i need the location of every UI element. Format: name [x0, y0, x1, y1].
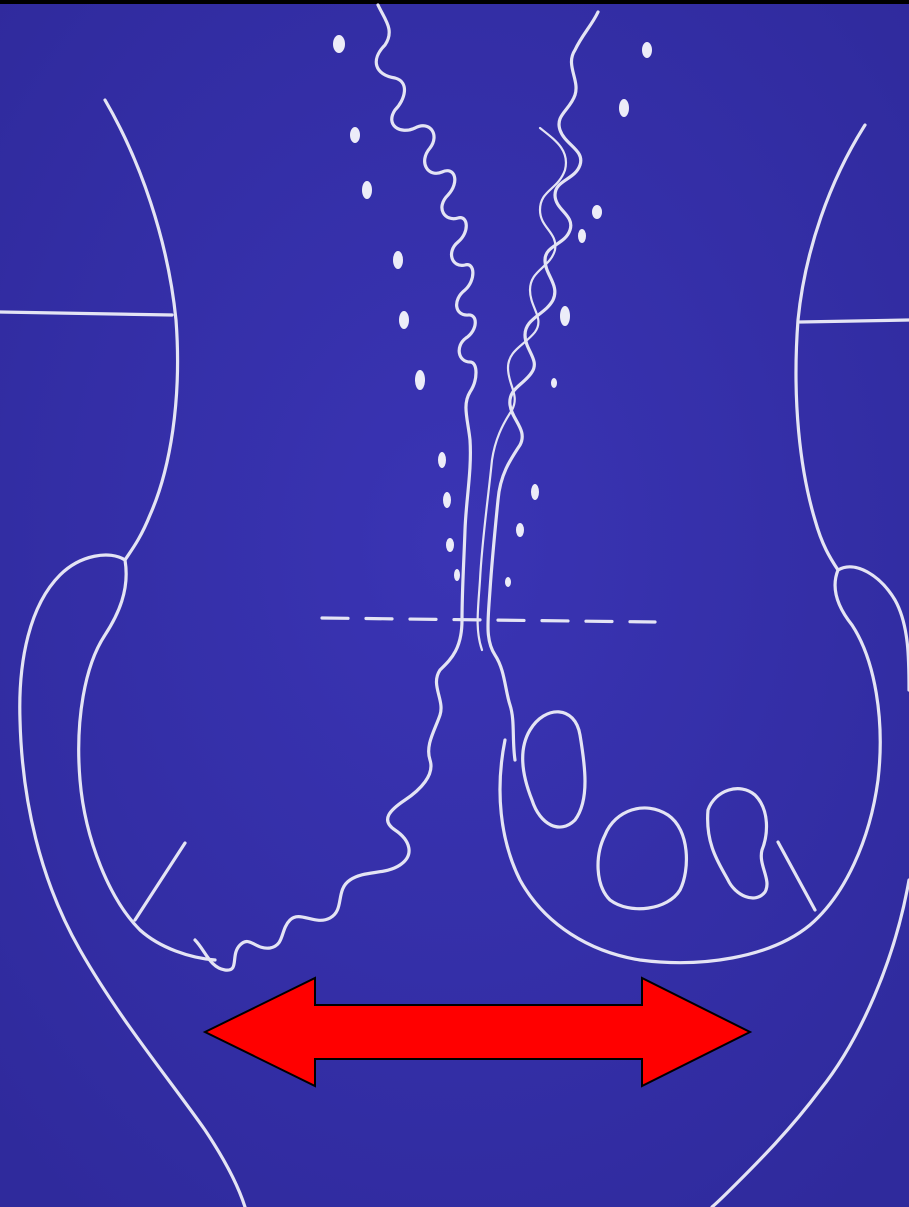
- dot: [551, 378, 557, 388]
- dot: [454, 569, 460, 581]
- dot: [415, 370, 425, 390]
- dot: [531, 484, 539, 500]
- top-border: [0, 0, 909, 4]
- dot: [578, 229, 586, 243]
- dot: [592, 205, 602, 219]
- dot: [362, 181, 372, 199]
- dot: [619, 99, 629, 117]
- dot: [642, 42, 652, 58]
- dot: [399, 311, 409, 329]
- dot: [333, 35, 345, 53]
- dot: [350, 127, 360, 143]
- dot: [505, 577, 511, 587]
- dot: [446, 538, 454, 552]
- dot: [438, 452, 446, 468]
- dot: [443, 492, 451, 508]
- right-horizontal-line: [800, 320, 909, 322]
- dot: [560, 306, 570, 326]
- dot: [393, 251, 403, 269]
- dot: [516, 523, 524, 537]
